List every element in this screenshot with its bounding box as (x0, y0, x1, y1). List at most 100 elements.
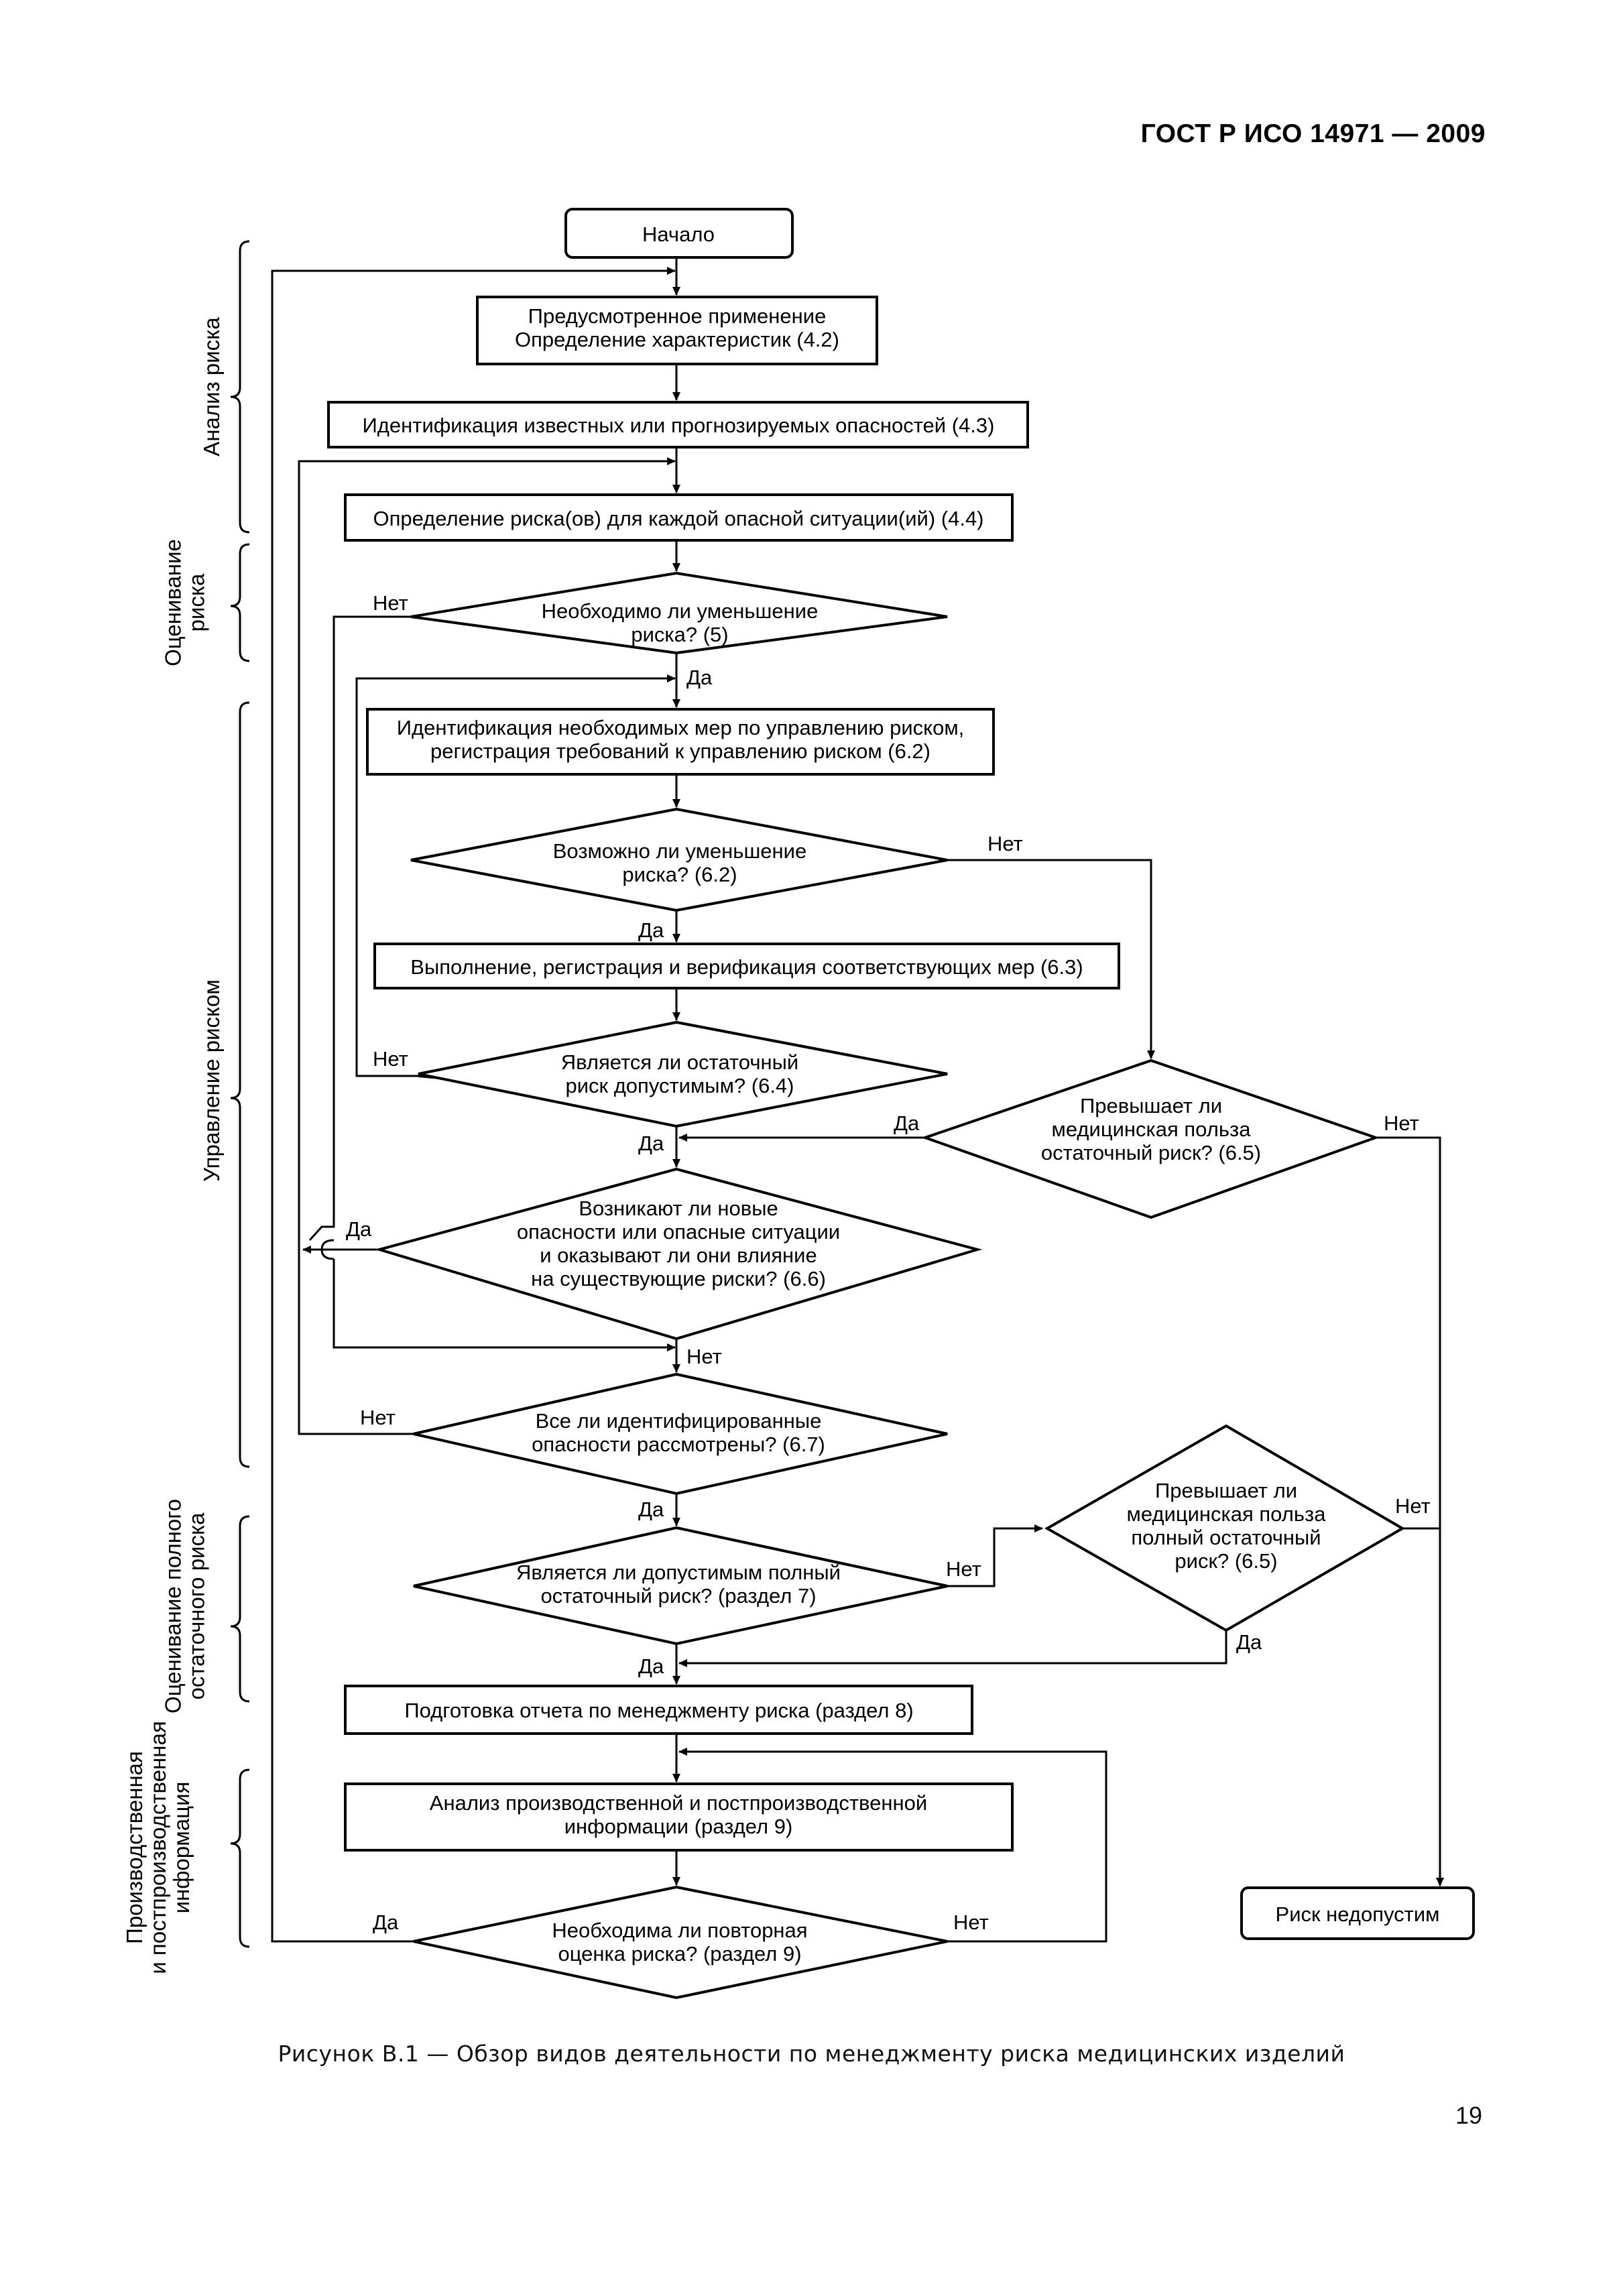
section-label-risk-evaluation: Оцениваниериска (161, 539, 209, 666)
label-yes-62: Да (638, 918, 664, 942)
text-line: полный остаточный (1131, 1526, 1321, 1549)
node-control-measures-identification: Идентификация необходимых мер по управле… (366, 708, 995, 776)
text-line: опасности рассмотрены? (6.7) (532, 1433, 825, 1456)
node-hazard-identification: Идентификация известных или прогнозируем… (327, 401, 1029, 448)
node-start: Начало (564, 208, 794, 259)
svg-text:Риск недопустим: Риск недопустим (1276, 1902, 1440, 1926)
text-line: Управление риском (199, 979, 224, 1182)
section-bracket-risk-evaluation: Оцениваниериска (161, 539, 250, 666)
label-no-9: Нет (953, 1911, 989, 1934)
text-line: Определение риска(ов) для каждой опасной… (373, 507, 983, 530)
section-label-overall-evaluation: Оценивание полногоостаточного риска (161, 1499, 209, 1713)
text-line: оценка риска? (раздел 9) (558, 1942, 801, 1966)
label-no-65b: Нет (1395, 1494, 1431, 1518)
section-bracket-production-information: Производственнаяи постпроизводственнаяин… (122, 1721, 250, 1974)
text-line: остаточный риск? (6.5) (1041, 1141, 1261, 1164)
figure-caption: Рисунок В.1 — Обзор видов деятельности п… (278, 2041, 1345, 2067)
text-line: риск допустимым? (6.4) (565, 1074, 794, 1097)
svg-text:Подготовка отчета по менеджмен: Подготовка отчета по менеджменту риска (… (404, 1699, 913, 1722)
label-yes-67: Да (638, 1498, 664, 1521)
text-line: медицинская польза (1052, 1117, 1252, 1141)
label-yes-64: Да (638, 1132, 664, 1155)
label-yes-66: Да (346, 1217, 372, 1241)
text-line: Является ли остаточный (561, 1050, 798, 1074)
label-no-7: Нет (946, 1557, 981, 1581)
text-line: риска? (5) (631, 623, 728, 646)
label-yes-9: Да (373, 1911, 399, 1934)
text-line: Все ли идентифицированные (536, 1409, 822, 1433)
svg-text:Анализ производственной и пост: Анализ производственной и постпроизводст… (430, 1791, 927, 1838)
text-line: Подготовка отчета по менеджменту риска (… (404, 1699, 913, 1722)
svg-text:Идентификация известных или пр: Идентификация известных или прогнозируем… (363, 414, 995, 437)
node-report: Подготовка отчета по менеджменту риска (… (344, 1685, 973, 1735)
text-line: Является ли допустимым полный (516, 1561, 841, 1584)
text-line: на существующие риски? (6.6) (531, 1267, 826, 1290)
text-line: риска? (6.2) (622, 863, 737, 886)
text-line: и постпроизводственная (145, 1721, 170, 1974)
text-line: остаточного риска (184, 1512, 209, 1700)
svg-text:Начало: Начало (642, 223, 715, 246)
text-line: Анализ риска (199, 317, 224, 457)
text-line: информации (раздел 9) (564, 1815, 793, 1838)
section-label-risk-control: Управление риском (199, 979, 224, 1182)
label-no-5: Нет (373, 591, 408, 615)
text-line: Оценивание полного (161, 1499, 186, 1713)
section-bracket-risk-control: Управление риском (199, 701, 250, 1468)
node-production-information: Анализ производственной и постпроизводст… (344, 1783, 1014, 1852)
text-line: опасности или опасные ситуации (517, 1220, 840, 1244)
text-line: Необходима ли повторная (552, 1919, 807, 1942)
text-line: Возникают ли новые (579, 1197, 778, 1220)
label-no-62: Нет (987, 832, 1023, 855)
node-implementation: Выполнение, регистрация и верификация со… (373, 943, 1120, 989)
label-yes-65: Да (894, 1111, 920, 1135)
text-line: Производственная (122, 1751, 147, 1944)
label-no-66: Нет (686, 1345, 722, 1368)
text-line: медицинская польза (1127, 1502, 1327, 1526)
text-line: регистрация требований к управлению риск… (430, 739, 930, 763)
text-line: Риск недопустим (1276, 1902, 1440, 1926)
node-risk-unacceptable: Риск недопустим (1240, 1886, 1475, 1940)
text-line: и оказывают ли они влияние (540, 1244, 817, 1267)
text-line: Анализ производственной и постпроизводст… (430, 1791, 927, 1815)
text-line: Идентификация необходимых мер по управле… (397, 716, 965, 739)
node-risk-estimation: Определение риска(ов) для каждой опасной… (344, 493, 1014, 542)
label-no-65: Нет (1384, 1111, 1419, 1135)
text-line: Превышает ли (1155, 1479, 1297, 1502)
text-line: Начало (642, 223, 715, 246)
label-no-67: Нет (360, 1406, 396, 1429)
text-line: Возможно ли уменьшение (553, 839, 806, 863)
label-no-64: Нет (373, 1047, 408, 1071)
text-line: Необходимо ли уменьшение (542, 599, 819, 623)
text-line: остаточный риск? (раздел 7) (540, 1584, 816, 1608)
text-line: Оценивание (161, 539, 186, 666)
label-yes-65b: Да (1236, 1630, 1262, 1654)
text-line: Выполнение, регистрация и верификация со… (410, 955, 1083, 979)
document-header: ГОСТ Р ИСО 14971 — 2009 (1140, 119, 1486, 148)
text-line: риска (184, 573, 209, 631)
section-label-production-information: Производственнаяи постпроизводственнаяин… (122, 1721, 194, 1974)
text-line: Превышает ли (1080, 1094, 1222, 1117)
page-number: 19 (1455, 2102, 1482, 2129)
edge-labels: Нет Да Нет Да Нет Да Да Нет Да Нет Нет Д… (346, 591, 1431, 1934)
section-label-risk-analysis: Анализ риска (199, 317, 224, 457)
svg-text:Выполнение, регистрация и вери: Выполнение, регистрация и верификация со… (410, 955, 1083, 979)
text-line: информация (169, 1782, 194, 1914)
section-bracket-risk-analysis: Анализ риска (199, 240, 250, 534)
